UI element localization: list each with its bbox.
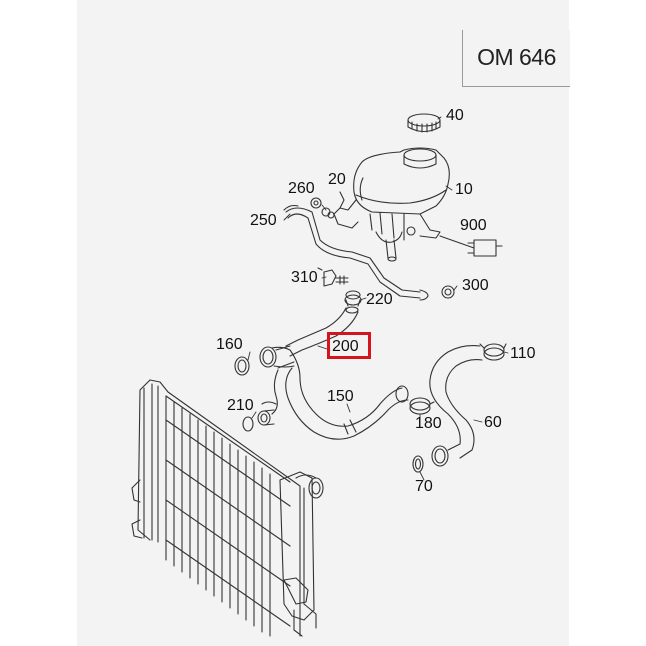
part-200-hose bbox=[285, 306, 359, 357]
callout-310: 310 bbox=[291, 269, 318, 286]
callout-110: 110 bbox=[510, 345, 536, 362]
callout-70: 70 bbox=[415, 478, 433, 495]
part-300-ring bbox=[441, 285, 455, 299]
engine-badge-text: OM 646 bbox=[477, 44, 556, 70]
diagram-sheet bbox=[77, 0, 569, 646]
part-10-expansion-tank bbox=[333, 147, 450, 262]
callout-60: 60 bbox=[484, 414, 502, 431]
callout-20: 20 bbox=[328, 171, 346, 188]
part-150-hose bbox=[259, 345, 409, 440]
part-180-clamp bbox=[409, 397, 435, 415]
callout-250: 250 bbox=[250, 212, 277, 229]
part-250-vent-line bbox=[283, 191, 429, 301]
highlight-box-200[interactable] bbox=[327, 332, 371, 359]
engine-badge: OM 646 bbox=[462, 30, 570, 87]
part-220-clamp bbox=[344, 290, 362, 307]
part-210-ring bbox=[242, 409, 275, 432]
callout-210: 210 bbox=[227, 397, 254, 414]
callout-300: 300 bbox=[462, 277, 489, 294]
callout-150: 150 bbox=[327, 388, 354, 405]
callout-200[interactable]: 200 bbox=[332, 338, 359, 355]
callout-180: 180 bbox=[415, 415, 442, 432]
part-900-sensor bbox=[439, 235, 503, 257]
part-160-ring bbox=[234, 356, 250, 376]
part-70-ring bbox=[412, 455, 424, 473]
part-60-hose bbox=[429, 345, 483, 467]
callout-160: 160 bbox=[216, 336, 243, 353]
callout-220: 220 bbox=[366, 291, 393, 308]
part-310-bolt bbox=[317, 267, 349, 287]
callout-40: 40 bbox=[446, 107, 464, 124]
part-110-clamp bbox=[479, 343, 507, 361]
callout-10: 10 bbox=[455, 181, 473, 198]
callout-260: 260 bbox=[288, 180, 315, 197]
leader-lines bbox=[247, 116, 509, 481]
radiator bbox=[131, 379, 324, 637]
callout-900: 900 bbox=[460, 217, 487, 234]
part-40-cap bbox=[407, 113, 441, 133]
